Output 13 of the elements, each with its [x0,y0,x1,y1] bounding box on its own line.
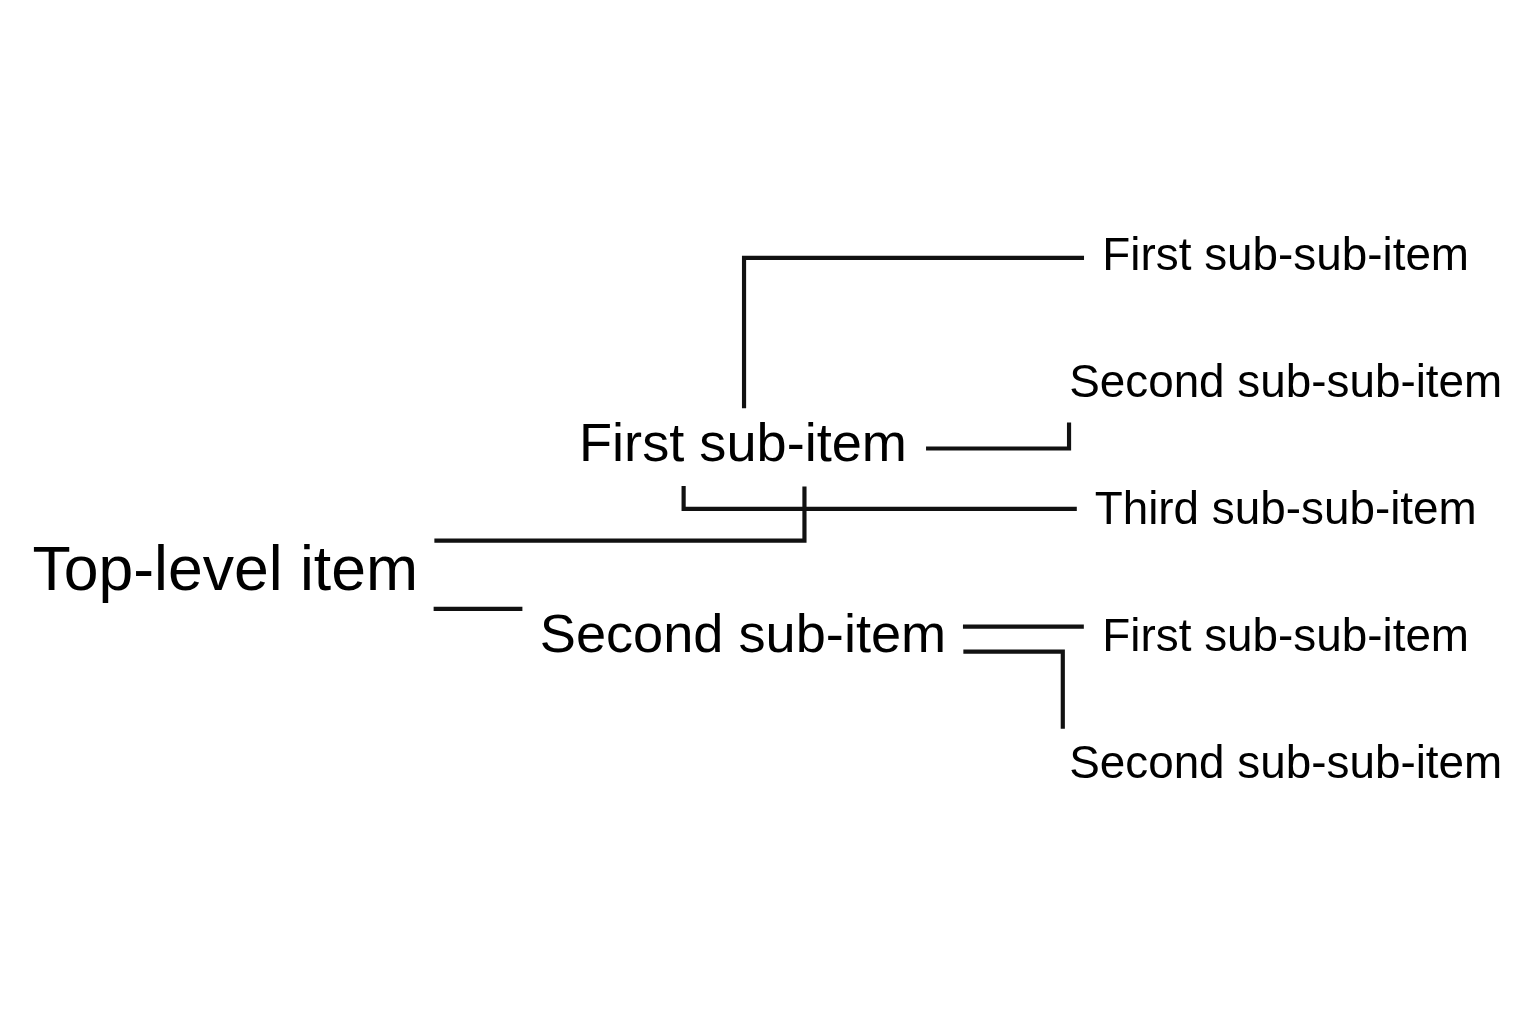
connector [433,606,523,611]
node-text: Second sub-sub-item [1069,355,1503,407]
connector [434,486,807,543]
node-text: First sub-item [579,411,907,472]
node-text: Top-level item [32,533,419,604]
connector [963,649,1065,729]
node-text: First sub-sub-item [1102,609,1470,661]
node-text: Second sub-item [539,603,947,664]
node-text: Third sub-sub-item [1094,482,1477,534]
connector [962,624,1084,629]
node-text: Second sub-sub-item [1069,736,1503,788]
connector [741,255,1084,409]
node-text: First sub-sub-item [1102,228,1470,280]
